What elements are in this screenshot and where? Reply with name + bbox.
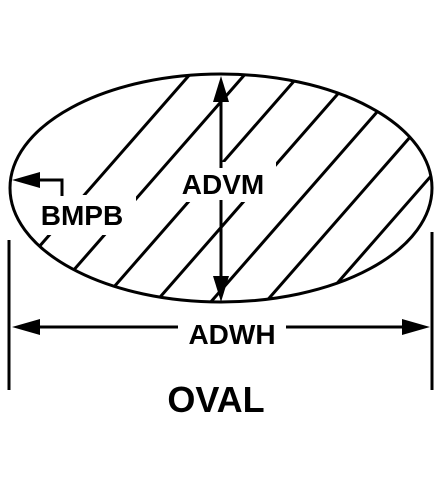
width-dimension-arrow	[7, 232, 434, 390]
height-dimension-label: ADVM	[182, 169, 264, 200]
height-dimension-arrow	[213, 76, 229, 302]
width-dimension-label: ADWH	[188, 319, 275, 350]
edge-radius-label: BMPB	[41, 200, 123, 231]
edge-radius-leader	[12, 172, 64, 196]
shape-name-label: OVAL	[167, 379, 264, 420]
